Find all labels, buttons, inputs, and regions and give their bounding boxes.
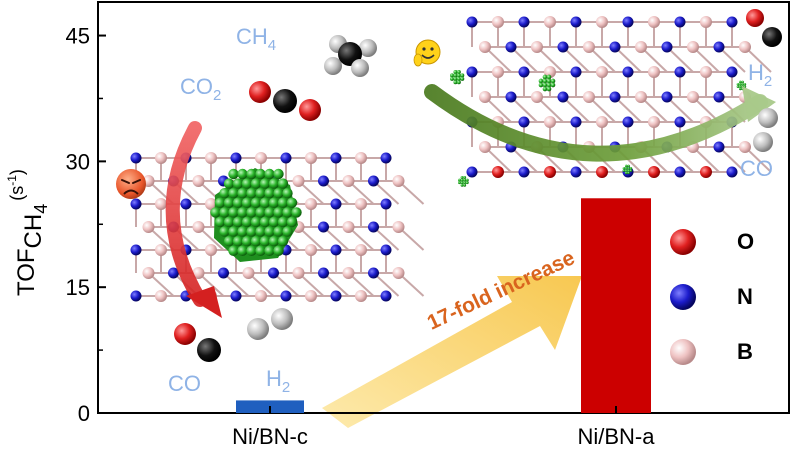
co2-molecule [249, 81, 321, 121]
red-reaction-arrow [165, 121, 207, 307]
legend-label-n: N [737, 284, 753, 309]
y-tick-label: 30 [66, 149, 90, 174]
h2-molecule-right [753, 108, 778, 152]
label-h2-left: H2 [266, 366, 290, 396]
green-arrowhead [742, 86, 776, 122]
legend-swatch-n [670, 284, 696, 310]
red-arrowhead [186, 286, 222, 318]
label-co-left: CO [168, 371, 201, 396]
increase-arrow [322, 276, 582, 428]
plot-axes: 0 15 30 45 Ni/BN-c Ni/BN-a [66, 1, 790, 449]
co-molecule-right-top [746, 9, 782, 47]
x-tick-label: Ni/BN-c [232, 424, 308, 449]
label-co2: CO2 [180, 74, 221, 104]
x-tick-label: Ni/BN-a [577, 424, 655, 449]
green-reaction-arrow [424, 84, 768, 162]
y-axis-label: TOFCH4(s-1) [5, 169, 51, 296]
label-co-right: CO [740, 156, 773, 181]
sad-face-icon [116, 169, 146, 199]
y-tick-label: 15 [66, 275, 90, 300]
legend-swatch-b [670, 339, 696, 365]
y-tick-label: 0 [78, 401, 90, 426]
co-molecule-left [174, 323, 221, 362]
y-tick-label: 45 [66, 24, 90, 49]
h2-molecule-left [247, 308, 293, 340]
legend: O N B [670, 229, 754, 365]
label-ch4: CH4 [236, 24, 276, 54]
legend-label-b: B [737, 339, 753, 364]
bar-ni-bn-a [581, 198, 651, 413]
happy-face-icon [413, 39, 441, 67]
legend-swatch-o [670, 229, 696, 255]
ni-clusters-small [450, 70, 747, 187]
ch4-molecule [324, 35, 377, 77]
legend-label-o: O [737, 229, 754, 254]
label-h2-right: H2 [748, 60, 772, 90]
ni-cluster-large [210, 168, 302, 262]
y-ticks: 0 15 30 45 [66, 24, 106, 426]
x-tick-labels: Ni/BN-c Ni/BN-a [232, 406, 655, 449]
plot-frame [97, 1, 790, 414]
bars [236, 198, 651, 413]
